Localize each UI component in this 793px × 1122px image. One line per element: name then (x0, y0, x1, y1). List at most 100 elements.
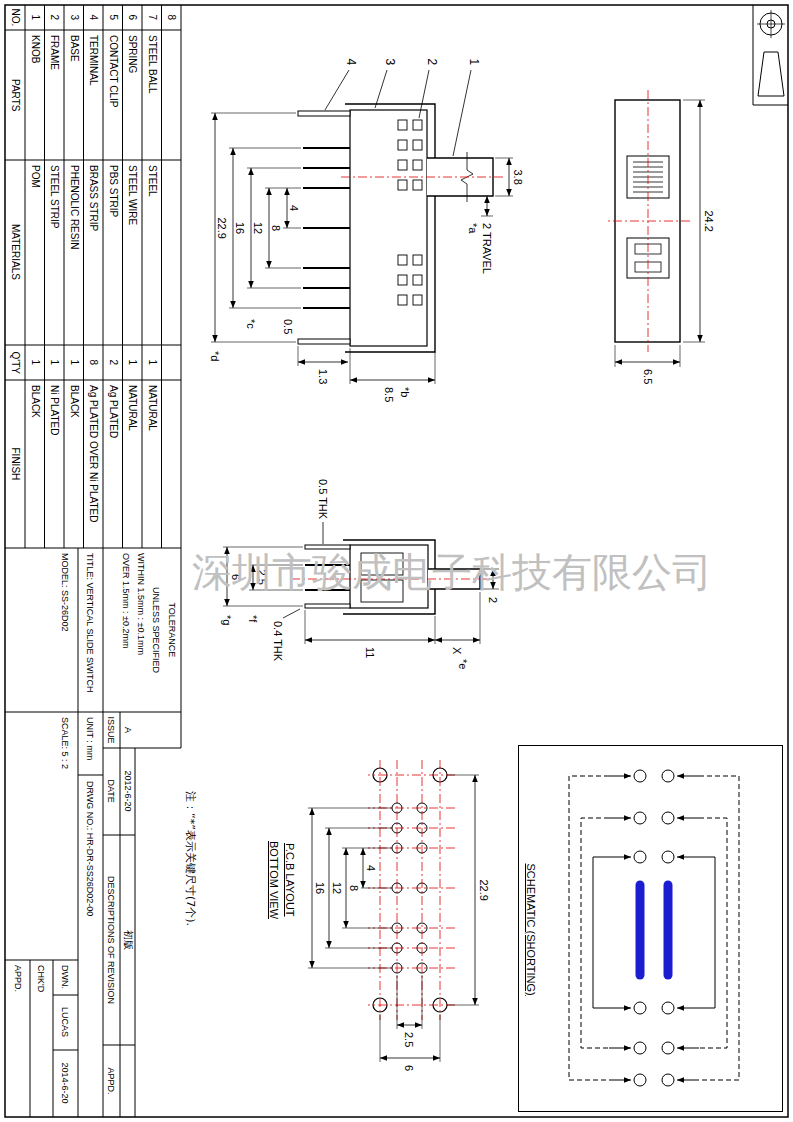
watermark: 深圳市骏成电子科技有限公司 (192, 549, 712, 595)
table-cell: 3 (68, 14, 80, 22)
center-line (338, 177, 503, 178)
title-block-cell: 初版 (123, 929, 135, 951)
schematic-box: SCHEMATIC (SHORTING) (518, 745, 783, 1112)
table-cell: CONTACT CLIP (107, 34, 119, 108)
extension-line (342, 848, 392, 849)
title-block-cell: CHK'D (36, 964, 46, 993)
frame-slot (398, 140, 407, 150)
dimension-value: 22.9 (478, 879, 491, 902)
projection-symbol (758, 52, 784, 96)
dimension-value: 4 (365, 864, 378, 872)
dimension-value: 2 TRAVEL (481, 222, 494, 275)
table-cell: 1 (29, 359, 41, 367)
frame-slot (413, 180, 422, 190)
dimension-value: 16 (234, 221, 247, 235)
callout-number: 2 (424, 58, 438, 67)
contact-point (662, 1074, 674, 1086)
title-block-rule (135, 748, 136, 1117)
table-cell: BLACK (68, 384, 80, 419)
table-cell: Ag PLATED OVER Ni PLATED (88, 384, 100, 523)
table-rule (161, 5, 162, 548)
contact-link (699, 818, 727, 1048)
center-line (380, 760, 381, 1020)
contact-point (634, 1074, 646, 1086)
extension-line (350, 348, 351, 384)
table-cell: 5 (107, 14, 119, 22)
leader-line (419, 70, 429, 118)
sheet-border (5, 5, 788, 1117)
table-cell: 1 (146, 359, 158, 367)
table-cell: NATURAL (146, 384, 158, 432)
table-cell: Ag PLATED (107, 384, 119, 439)
contact-link (593, 857, 609, 1008)
leader-line (375, 70, 387, 108)
title-block-rule (53, 960, 54, 1117)
table-cell: NATURAL (127, 384, 139, 432)
title-block-rule (103, 1045, 135, 1046)
extension-line (361, 888, 392, 889)
terminal-pin (303, 287, 350, 289)
extension-line (683, 342, 705, 343)
leader-line (283, 609, 300, 618)
table-rule (5, 380, 181, 381)
dimension-value: 12 (331, 881, 344, 895)
table-cell: Ni PLATED (49, 384, 61, 436)
frame-slot (413, 295, 422, 305)
frame-leg (298, 111, 350, 116)
dimension-value: 1.3 (317, 368, 330, 385)
terminal-pin (303, 307, 350, 309)
dimension-line (435, 640, 480, 641)
extension-line (308, 968, 392, 969)
dimension-line (700, 100, 701, 342)
contact-arrow (677, 818, 699, 819)
table-rule (44, 5, 45, 548)
contact-point (662, 851, 674, 863)
title-block-rule (53, 1050, 78, 1051)
dimension-value: X (451, 646, 464, 655)
dimension-value: 0.5 THK (317, 478, 330, 520)
title-block-cell: DWN. (60, 964, 70, 990)
frame-slot (413, 255, 422, 265)
dimension-value: *g (221, 614, 234, 626)
table-cell: 1 (29, 14, 41, 22)
table-cell: 1 (68, 359, 80, 367)
contact-link (569, 776, 609, 1080)
table-cell: PHENOLIC RESIN (68, 164, 80, 250)
title-block-rule (53, 995, 78, 996)
title-block-cell: 2014-6-20 (60, 1062, 70, 1105)
table-cell: POM (29, 164, 41, 189)
title-block-cell: SCALE: 5 : 2 (60, 716, 70, 770)
dimension-value: 4 (288, 204, 301, 212)
table-cell: FINISH (10, 447, 22, 482)
title-block-cell: ISSUE (106, 716, 116, 745)
leader-line (453, 70, 471, 156)
title-block-rule (78, 548, 79, 1117)
title-block-cell: 2012-6-20 (123, 770, 133, 813)
title-block-cell: DATE (106, 779, 116, 804)
title-block-cell: APPD. (106, 1067, 116, 1096)
view-caption: P.C.B LAYOUT (284, 842, 297, 918)
table-rule (5, 30, 181, 31)
extension-line (223, 547, 303, 548)
dimension-value: 8 (348, 884, 361, 892)
contact-point (662, 1002, 674, 1014)
frame-slot (413, 140, 422, 150)
note-text: 注：“*”表示关键尺寸(7个). (184, 790, 197, 927)
dimension-value: *d (209, 350, 222, 362)
table-cell: 2 (49, 14, 61, 22)
title-block-rule (78, 775, 103, 776)
title-block-rule (103, 835, 135, 836)
dimension-line (397, 1025, 422, 1026)
extension-line (308, 808, 392, 809)
extension-line (683, 100, 705, 101)
dimension-line (346, 848, 347, 928)
dimension-line (298, 362, 348, 363)
extension-line (298, 346, 299, 366)
shorting-bar (664, 885, 673, 975)
dimension-value: *e (457, 658, 470, 670)
contact-arrow (677, 776, 699, 777)
table-cell: 1 (127, 359, 139, 367)
extension-line (247, 288, 301, 289)
title-block-cell: MODEL: SS-26D02 (60, 552, 70, 633)
title-block-rule (103, 548, 104, 1117)
